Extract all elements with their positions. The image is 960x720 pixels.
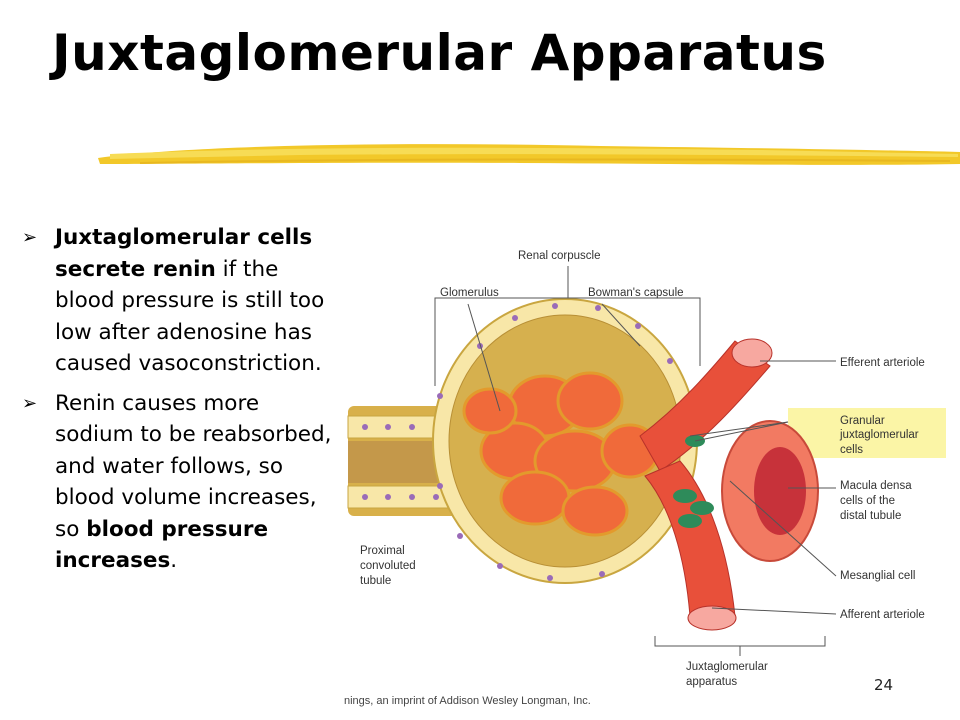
glomerulus-tuft <box>462 371 660 537</box>
yellow-brush-stroke <box>98 144 960 165</box>
label-macula-3: distal tubule <box>840 510 901 522</box>
label-macula-2: cells of the <box>840 495 895 507</box>
capsule-nuclei <box>437 303 673 581</box>
bullet-item-1: ➢ Juxtaglomerular cells secrete renin if… <box>22 222 334 380</box>
label-mesangial-cell: Mesanglial cell <box>840 570 915 582</box>
juxtaglomerular-apparatus-illustration: Renal corpuscle Glomerulus Bowman's caps… <box>347 250 946 688</box>
label-bowmans-capsule: Bowman's capsule <box>588 287 684 299</box>
label-proximal-3: tubule <box>360 575 391 587</box>
bullet-2-end: . <box>170 548 178 573</box>
arrow-bullet-icon: ➢ <box>22 392 38 414</box>
label-granular-3: cells <box>840 444 863 456</box>
label-jga-1: Juxtaglomerular <box>686 661 768 673</box>
arrow-bullet-icon: ➢ <box>22 227 38 248</box>
bullet-1-text: if the blood pressure is still too low a… <box>55 256 325 377</box>
label-macula-1: Macula densa <box>840 480 912 492</box>
label-glomerulus: Glomerulus <box>440 287 499 299</box>
bullet-1-bold: Juxtaglomerular cells secrete renin <box>55 225 313 282</box>
image-credit: nings, an imprint of Addison Wesley Long… <box>344 695 591 707</box>
label-jga-2: apparatus <box>686 676 737 688</box>
bullet-list: ➢ Juxtaglomerular cells secrete renin if… <box>22 222 334 585</box>
granular-label-highlight <box>788 408 946 458</box>
label-proximal-2: convoluted <box>360 560 416 572</box>
label-proximal-1: Proximal <box>360 545 405 557</box>
efferent-arteriole-shape <box>639 340 771 472</box>
label-afferent-arteriole: Afferent arteriole <box>840 609 925 621</box>
label-efferent-arteriole: Efferent arteriole <box>840 357 925 369</box>
bullet-item-2: ➢ Renin causes more sodium to be reabsor… <box>22 388 334 577</box>
bullet-2-bold: blood pressure increases <box>55 516 269 574</box>
bullet-2-text: Renin causes more sodium to be reabsorbe… <box>55 390 332 542</box>
label-granular-2: juxtaglomerular <box>839 429 919 441</box>
page-number: 24 <box>874 676 894 694</box>
label-renal-corpuscle: Renal corpuscle <box>518 250 600 262</box>
slide-title: Juxtaglomerular Apparatus <box>52 24 827 82</box>
label-leader-lines <box>434 266 837 656</box>
label-granular-1: Granular <box>840 415 885 427</box>
